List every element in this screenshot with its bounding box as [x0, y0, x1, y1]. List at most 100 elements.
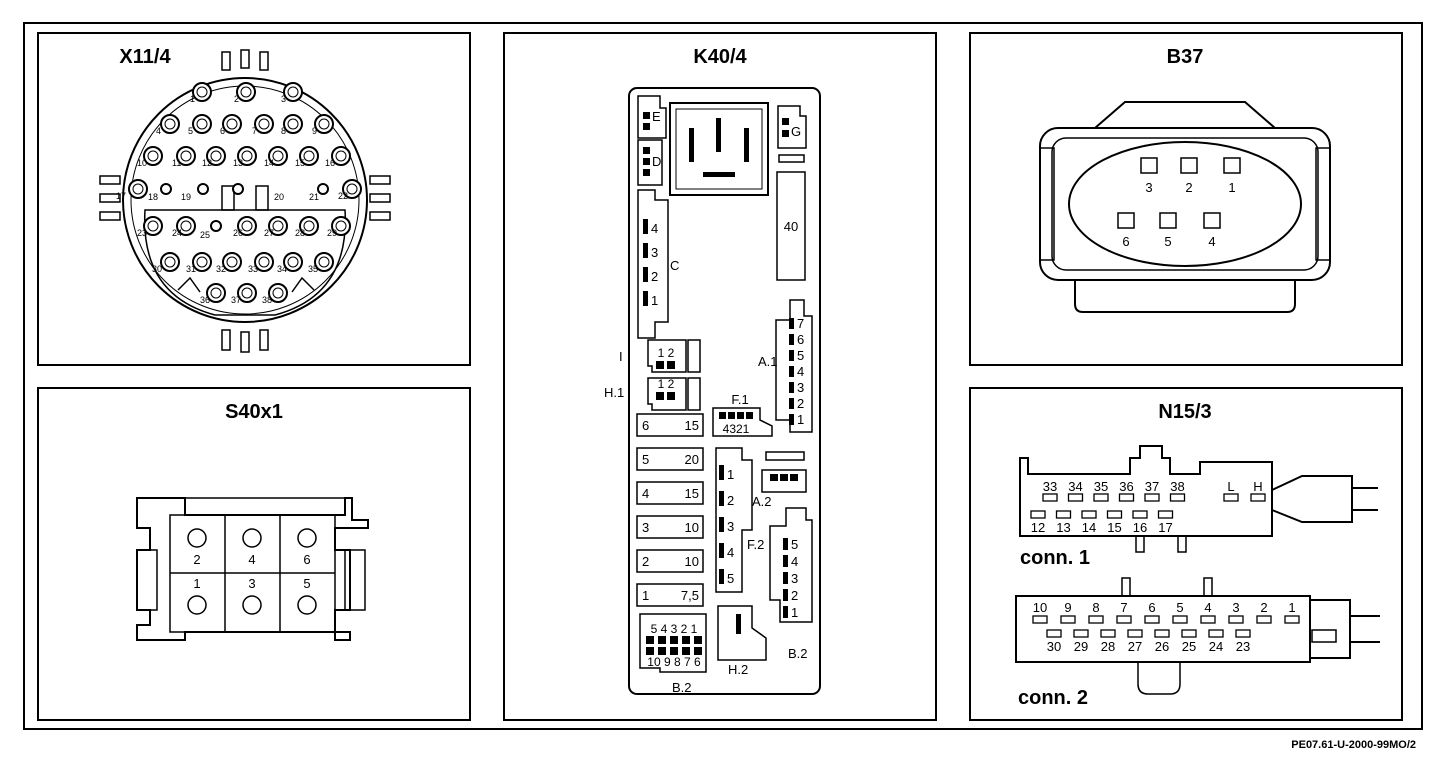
- fuse-number: 5: [642, 452, 649, 467]
- x11-pin: 25: [200, 220, 222, 240]
- conn2-pin-label: 26: [1155, 639, 1169, 654]
- x11-pin: 4: [156, 114, 180, 136]
- conn2-pin: [1060, 615, 1076, 624]
- conn1-pin-label: 12: [1031, 520, 1045, 535]
- svg-text:10 9 8 7 6: 10 9 8 7 6: [647, 655, 701, 669]
- conn2-pin: [1116, 615, 1132, 624]
- x11-pin: 5: [188, 114, 212, 136]
- x11-pin-label: 20: [274, 192, 284, 202]
- conn1-pin-label: 13: [1056, 520, 1070, 535]
- conn2-pin: [1088, 615, 1104, 624]
- slot-a1-pin: [789, 318, 794, 329]
- conn2-pin-label: 6: [1148, 600, 1155, 615]
- conn1-pin: [1106, 510, 1123, 519]
- x11-pin-label: 26: [233, 228, 243, 238]
- b37-pin-label: 6: [1122, 234, 1129, 249]
- x11-pin: 32: [216, 252, 242, 274]
- conn1-pin-label: 15: [1107, 520, 1121, 535]
- conn2-pin-label: 9: [1064, 600, 1071, 615]
- conn2-pin-label: 1: [1288, 600, 1295, 615]
- x11-pin: 34: [277, 252, 303, 274]
- conn1-pin: [1250, 493, 1266, 502]
- conn1-pin: [1093, 493, 1109, 502]
- conn1-pin-label: 17: [1158, 520, 1172, 535]
- s40-pin-label: 3: [248, 576, 255, 591]
- slot-i-label: I: [619, 349, 623, 364]
- outer-frame: [23, 22, 1423, 730]
- slot-f2-pin-label: 2: [727, 493, 734, 508]
- panel-title-x11-4: X11/4: [119, 46, 171, 68]
- slot-a1-pin-label: 5: [797, 348, 804, 363]
- conn1-pin-label: H: [1253, 479, 1262, 494]
- svg-text:1 2: 1 2: [658, 346, 675, 360]
- slot-f2-pin: [719, 543, 724, 558]
- conn1-pin: [1132, 510, 1148, 519]
- slot-c-pin-label: 2: [651, 269, 658, 284]
- slot-b2-label-right: B.2: [788, 646, 808, 661]
- slot-c-pin: [643, 219, 648, 234]
- b2-pin: [670, 636, 678, 644]
- x11-pin: 13: [233, 146, 257, 168]
- fuse-number: 6: [642, 418, 649, 433]
- slot-b2-pin-label: 4: [791, 554, 798, 569]
- slot-c-pin-label: 1: [651, 293, 658, 308]
- conn1-pin-label: 33: [1043, 479, 1057, 494]
- panel-title-s40x1: S40x1: [225, 401, 283, 423]
- panel-k40-4: K40/4 E D G 40 C 4321 1 2 I: [503, 32, 937, 721]
- relay-40: [776, 171, 806, 281]
- conn2-pin-label: 23: [1236, 639, 1250, 654]
- s40-pin: [297, 595, 317, 615]
- fuse-number: 1: [642, 588, 649, 603]
- conn2-pin: [1228, 615, 1244, 624]
- conn1-pin-label: 36: [1119, 479, 1133, 494]
- slot-a1-pin-label: 7: [797, 316, 804, 331]
- conn1-pin: [1055, 510, 1072, 519]
- x11-pin-label: 30: [152, 264, 162, 274]
- x11-pin: 8: [281, 114, 303, 136]
- x11-pin: 14: [264, 146, 288, 168]
- slot-a1-label: A.1: [758, 354, 778, 369]
- x11-pin-label: 2: [234, 94, 239, 104]
- slot-f2-pin-label: 4: [727, 545, 734, 560]
- b2-pin: [682, 636, 690, 644]
- b2-pin: [682, 647, 690, 655]
- fuse-number: 3: [642, 520, 649, 535]
- x11-pin: 26: [233, 216, 257, 238]
- conn2-pin-label: 8: [1092, 600, 1099, 615]
- x11-pin: 15: [295, 146, 319, 168]
- slot-b2-pin-label: 3: [791, 571, 798, 586]
- x11-pin: 9: [312, 114, 334, 136]
- slot-f2-pin-label: 1: [727, 467, 734, 482]
- fuse-amp: 10: [685, 520, 699, 535]
- svg-text:4321: 4321: [723, 422, 750, 436]
- fuse: 3 10: [636, 515, 704, 539]
- x11-pin: 16: [325, 146, 351, 168]
- fuse-amp: 15: [685, 418, 699, 433]
- conn2-pin: [1154, 629, 1170, 638]
- slot-g-label: G: [791, 124, 801, 139]
- b37-pin-label: 4: [1208, 234, 1215, 249]
- b2-pin: [658, 647, 666, 655]
- x11-pin: 35: [308, 252, 334, 274]
- x11-pin: 7: [252, 114, 274, 136]
- x11-pin: 2: [234, 82, 256, 104]
- slot-c-pin-label: 4: [651, 221, 658, 236]
- b2-pin: [694, 647, 702, 655]
- s40-pin: [187, 528, 207, 548]
- x11-pin: 12: [202, 146, 226, 168]
- slot-f2-pin: [719, 465, 724, 480]
- x11-pin-label: 14: [264, 158, 274, 168]
- x11-pin: 30: [152, 252, 180, 274]
- x11-pin-label: 27: [264, 228, 274, 238]
- x11-pin-label: 1: [190, 94, 195, 104]
- conn1-label: conn. 1: [1020, 547, 1090, 569]
- x11-pin: 38: [262, 283, 288, 305]
- slot-a1-pin: [789, 350, 794, 361]
- conn1-pin-label: 38: [1170, 479, 1184, 494]
- conn2-pin-label: 7: [1120, 600, 1127, 615]
- slot-b2-pin: [783, 538, 788, 550]
- b37-pin-label: 3: [1145, 180, 1152, 195]
